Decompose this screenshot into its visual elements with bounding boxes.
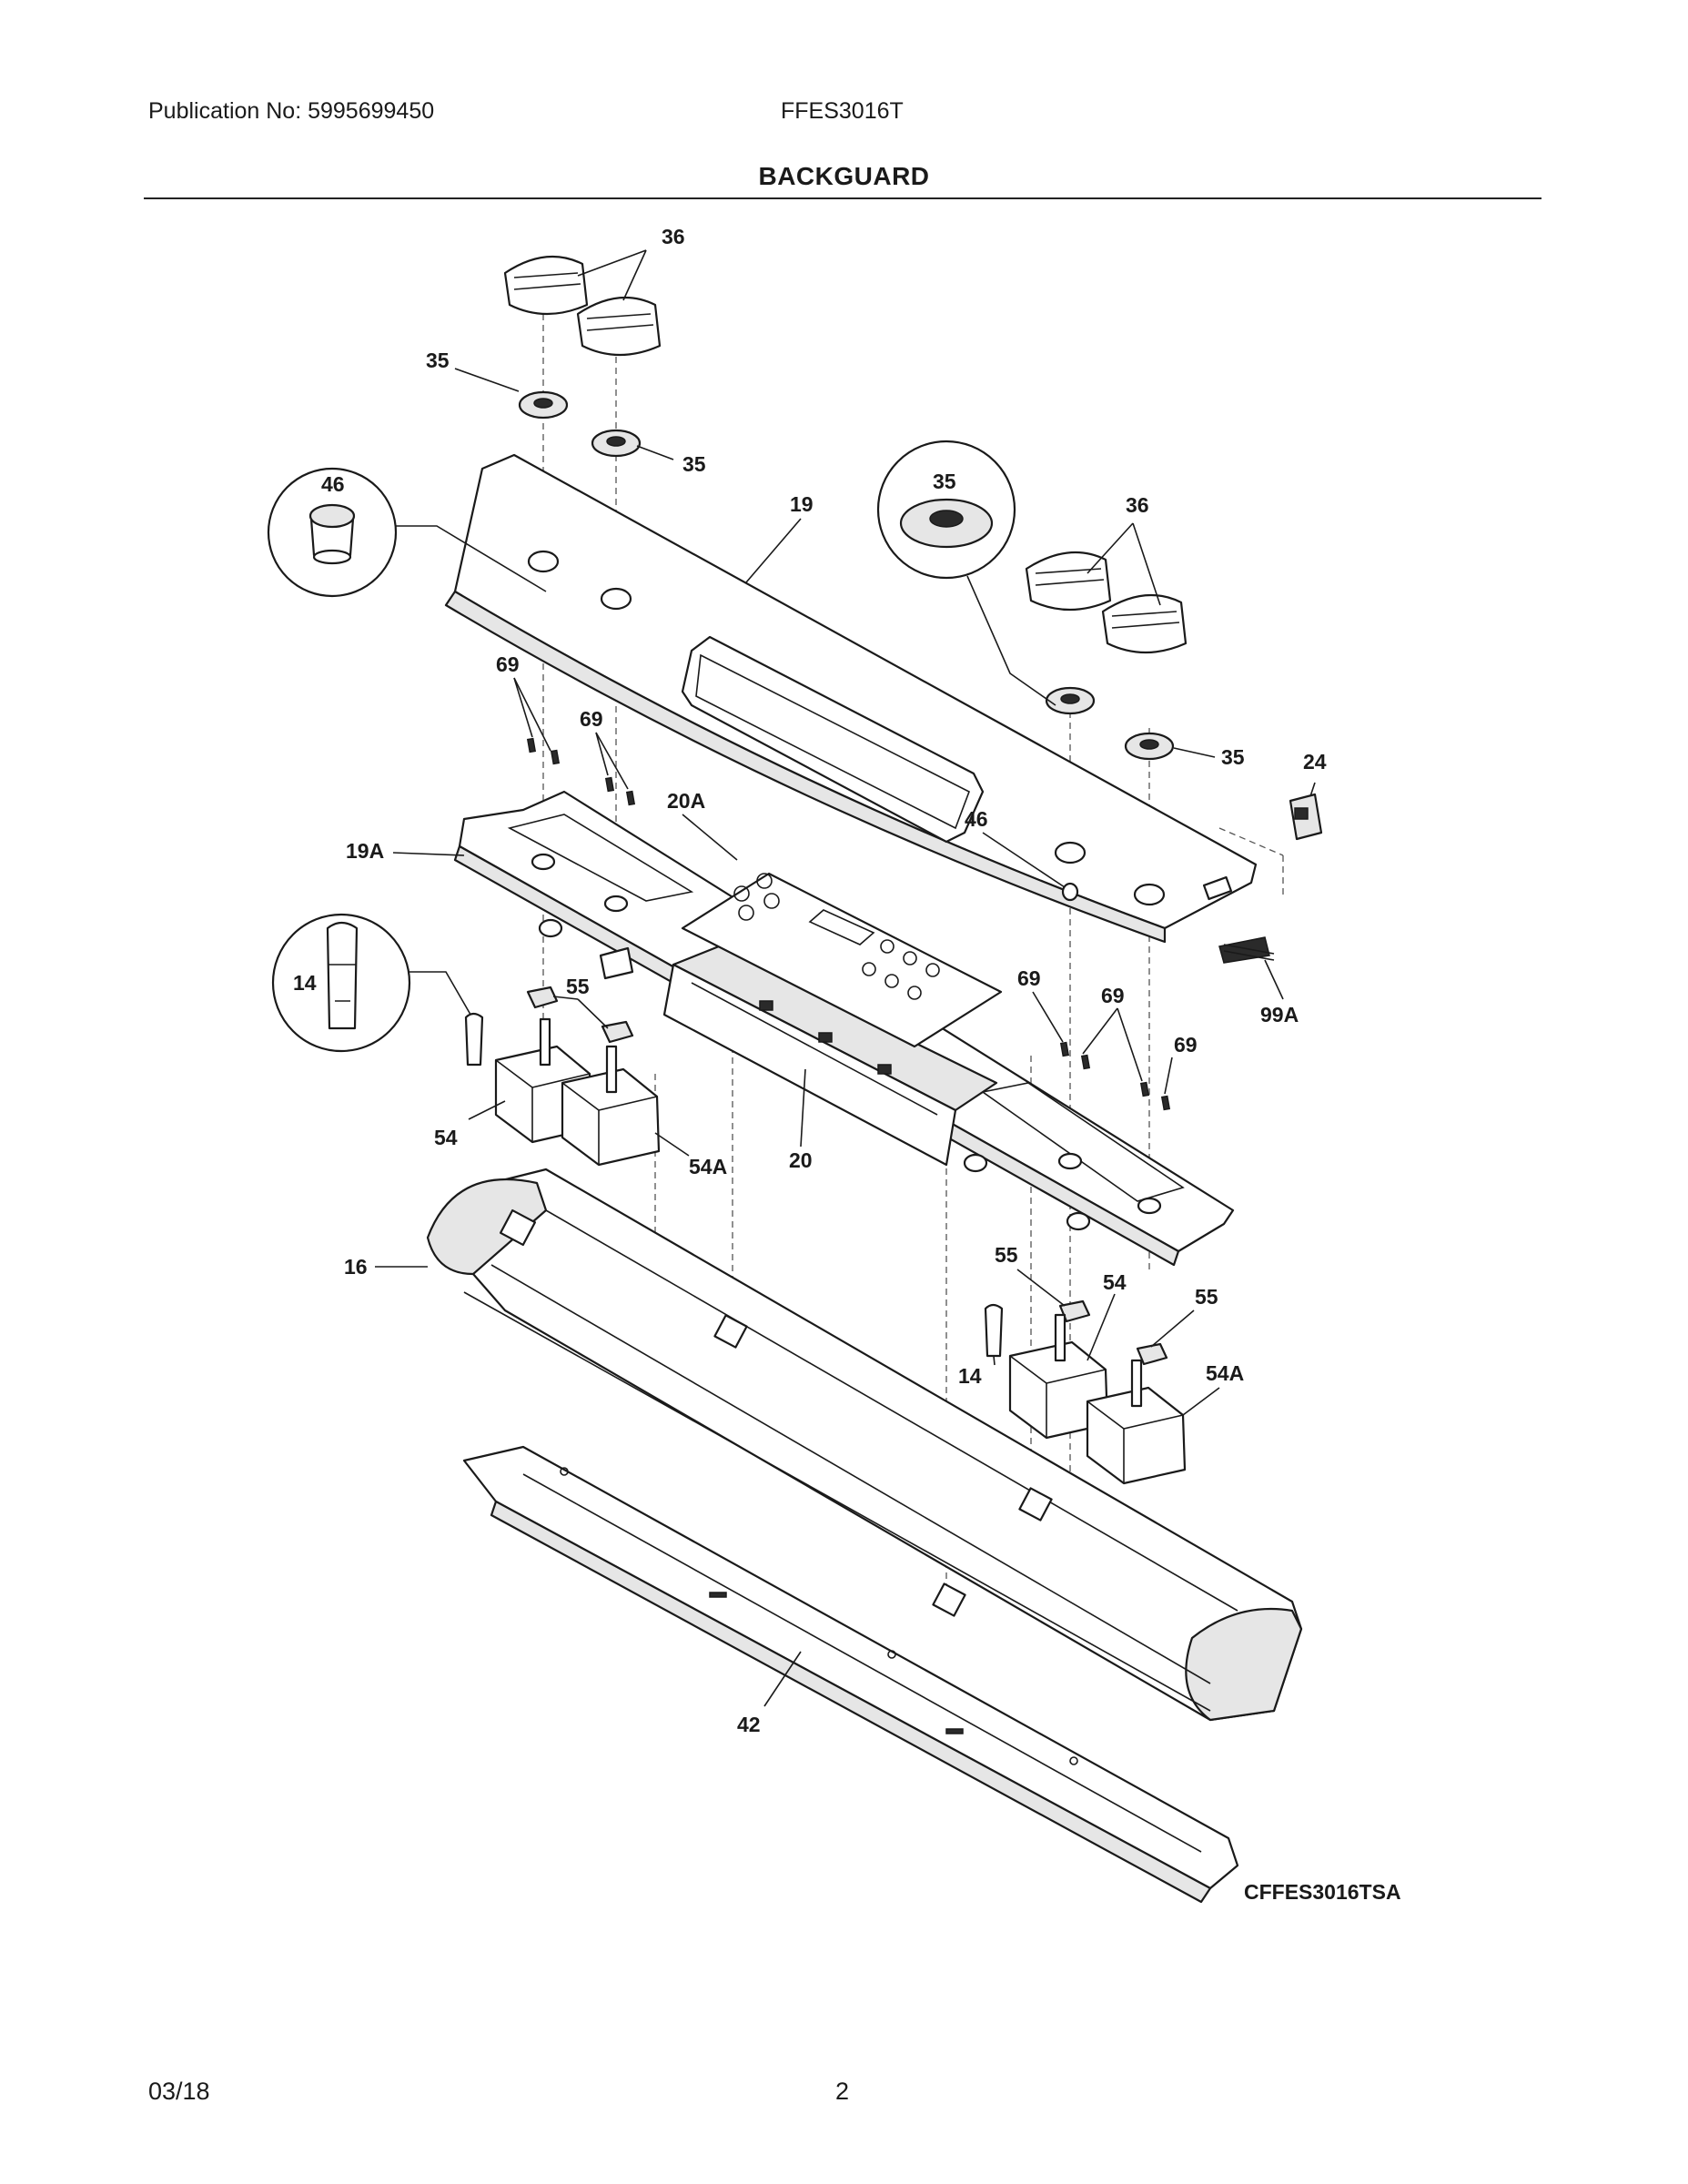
callout-19a: 19A bbox=[346, 839, 384, 863]
callout-35-mid: 35 bbox=[682, 452, 706, 476]
lower-trim-part-42 bbox=[462, 1445, 1239, 1904]
callout-16: 16 bbox=[344, 1255, 368, 1279]
callout-36-top: 36 bbox=[662, 225, 685, 248]
indicator-light-part-14-left bbox=[464, 1012, 484, 1067]
knob-part-36-upper-right bbox=[576, 296, 662, 357]
callout-99a: 99A bbox=[1260, 1003, 1299, 1026]
section-title: BACKGUARD bbox=[758, 162, 930, 190]
screws-part-69 bbox=[526, 737, 1171, 1111]
leader-lines bbox=[375, 249, 1316, 1707]
callout-20a: 20A bbox=[667, 789, 705, 813]
revision-date: 03/18 bbox=[148, 2078, 210, 2105]
callout-55-right: 55 bbox=[1195, 1285, 1218, 1309]
knob-ring-part-35-d bbox=[1124, 732, 1175, 761]
callout-54a-right: 54A bbox=[1206, 1361, 1244, 1385]
callout-69-c: 69 bbox=[1017, 966, 1041, 990]
callout-labels: 36 35 35 46 19 35 36 69 69 20A 46 35 24 … bbox=[293, 225, 1401, 1904]
knob-ring-part-35-c bbox=[1045, 686, 1096, 715]
knob-part-36-right-a bbox=[1025, 551, 1112, 612]
callout-35-left: 35 bbox=[426, 349, 450, 372]
knob-ring-part-35-b bbox=[591, 429, 642, 458]
callout-55-mid: 55 bbox=[995, 1243, 1018, 1267]
wire-harness-part-99a bbox=[1223, 944, 1275, 961]
callout-14-circle: 14 bbox=[293, 971, 317, 995]
header-rule bbox=[144, 197, 1541, 199]
knob-part-36-upper-left bbox=[503, 255, 589, 316]
indicator-light-part-14-right bbox=[984, 1303, 1004, 1358]
detail-circle-part-14 bbox=[271, 913, 474, 1053]
callout-19: 19 bbox=[790, 492, 814, 516]
keypad-overlay-part-20a bbox=[681, 872, 1003, 1048]
control-board-part-20 bbox=[662, 945, 998, 1167]
callout-14-right: 14 bbox=[958, 1364, 982, 1388]
callout-54a-left: 54A bbox=[689, 1155, 727, 1178]
callout-55-left: 55 bbox=[566, 975, 590, 998]
callout-54-right: 54 bbox=[1103, 1270, 1127, 1294]
callout-54-left: 54 bbox=[434, 1126, 458, 1149]
callout-35-circle: 35 bbox=[933, 470, 956, 493]
callout-36-right: 36 bbox=[1126, 493, 1149, 517]
infinite-switch-part-54-right bbox=[1008, 1313, 1109, 1440]
callout-69-d: 69 bbox=[1101, 984, 1125, 1007]
callout-24: 24 bbox=[1303, 750, 1327, 774]
callout-69-a: 69 bbox=[496, 652, 520, 676]
detail-circle-part-35 bbox=[876, 440, 1056, 706]
brackets-part-55 bbox=[526, 986, 1168, 1366]
model-number: FFES3016T bbox=[781, 98, 904, 124]
switch-part-24 bbox=[1289, 793, 1323, 841]
infinite-switch-part-54a-right bbox=[1086, 1359, 1187, 1485]
control-panel-part-19 bbox=[444, 453, 1270, 964]
callout-46-circle: 46 bbox=[321, 472, 345, 496]
rear-trim-part-16 bbox=[426, 1168, 1303, 1722]
knob-part-36-right-b bbox=[1101, 593, 1188, 654]
callout-35-right: 35 bbox=[1221, 745, 1245, 769]
callout-46-b: 46 bbox=[965, 807, 988, 831]
detail-circle-part-46 bbox=[267, 467, 547, 598]
diagram-code: CFFES3016TSA bbox=[1244, 1880, 1401, 1904]
knob-ring-part-35-a bbox=[518, 390, 569, 420]
indicator-light-part-46 bbox=[1061, 882, 1079, 902]
publication-number: Publication No: 5995699450 bbox=[148, 98, 435, 124]
callout-42: 42 bbox=[737, 1713, 761, 1736]
callout-69-e: 69 bbox=[1174, 1033, 1198, 1057]
infinite-switch-part-54a-left bbox=[561, 1045, 661, 1167]
callout-20: 20 bbox=[789, 1148, 813, 1172]
page-number: 2 bbox=[835, 2078, 850, 2105]
callout-69-b: 69 bbox=[580, 707, 603, 731]
